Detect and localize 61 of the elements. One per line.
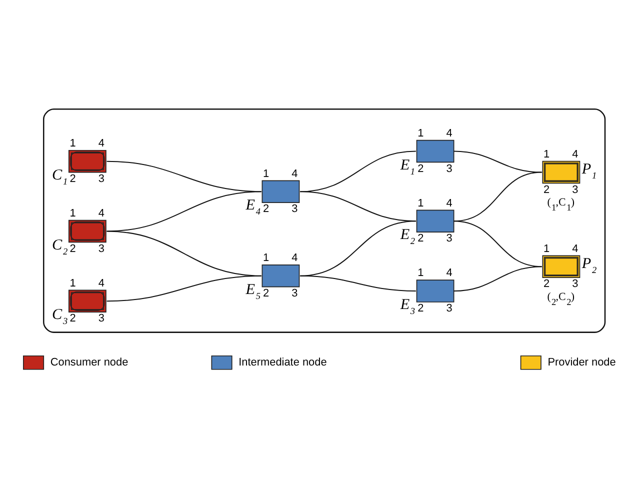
- node-label: 3: [572, 278, 578, 290]
- node-label: 1: [263, 252, 270, 264]
- node-label: 3: [292, 203, 298, 216]
- node-label: 1: [544, 242, 550, 255]
- legend-label: Intermediate node: [238, 356, 327, 368]
- node-label: 2: [70, 172, 76, 185]
- node-label: 3: [98, 242, 104, 255]
- legend-label: Consumer node: [50, 356, 128, 368]
- node-label: 4: [572, 148, 578, 160]
- node-label: 3: [572, 184, 578, 196]
- node-label: ($_{2}$,C$_{2}$): [547, 290, 575, 308]
- node-label: 3: [98, 172, 104, 185]
- node-label: C$_{1}$: [52, 166, 68, 188]
- node-label: C$_{2}$: [52, 236, 68, 258]
- node-label: 2: [418, 232, 424, 245]
- node-label: 1: [70, 207, 76, 220]
- node-label: 1: [263, 168, 270, 180]
- node-label: 3: [446, 232, 452, 245]
- node-label: 4: [98, 207, 104, 220]
- node-label: 4: [98, 138, 104, 150]
- node-label: 2: [418, 302, 424, 315]
- connector: [300, 275, 416, 292]
- node-label: 3: [292, 287, 298, 300]
- node-label: 3: [98, 312, 104, 325]
- node-label: 2: [70, 312, 76, 325]
- node-label: 4: [446, 127, 452, 140]
- connector: [454, 266, 542, 292]
- node-label: 4: [98, 277, 104, 290]
- node-label: 1: [544, 148, 550, 160]
- connector: [106, 275, 262, 302]
- node-label: 2: [70, 242, 76, 255]
- node-label: E$_{5}$: [246, 280, 261, 302]
- connector: [106, 191, 262, 232]
- node-label: 1: [418, 197, 424, 210]
- cluster: [43, 108, 606, 333]
- node-label: E$_{3}$: [400, 296, 416, 318]
- node-label: 2: [263, 203, 270, 216]
- node-label: 4: [446, 267, 452, 280]
- legend-label: Provider node: [548, 356, 616, 368]
- node-label: 4: [292, 252, 298, 264]
- node-label: 1: [418, 127, 424, 140]
- node-label: 2: [544, 184, 550, 196]
- node-label: 3: [446, 302, 452, 315]
- node-label: E$_{2}$: [400, 226, 416, 248]
- node-label: 2: [418, 162, 424, 175]
- node-label: 4: [446, 197, 452, 210]
- node-label: E$_{1}$: [400, 156, 416, 178]
- node-label: C$_{3}$: [52, 306, 68, 328]
- node-label: 2: [544, 278, 550, 290]
- node-label: 2: [263, 287, 270, 300]
- node-label: P$_{2}$: [582, 254, 597, 276]
- node-label: 4: [572, 242, 578, 255]
- node-label: 3: [446, 162, 452, 175]
- node-label: P$_{1}$: [582, 160, 597, 182]
- node-label: 4: [292, 168, 298, 180]
- node-label: 1: [418, 267, 424, 280]
- node-label: E$_{4}$: [246, 196, 261, 218]
- connector: [454, 150, 542, 173]
- node-label: 1: [70, 277, 76, 290]
- node-label: ($_{1}$,C$_{1}$): [547, 196, 575, 214]
- node-label: 1: [70, 138, 76, 150]
